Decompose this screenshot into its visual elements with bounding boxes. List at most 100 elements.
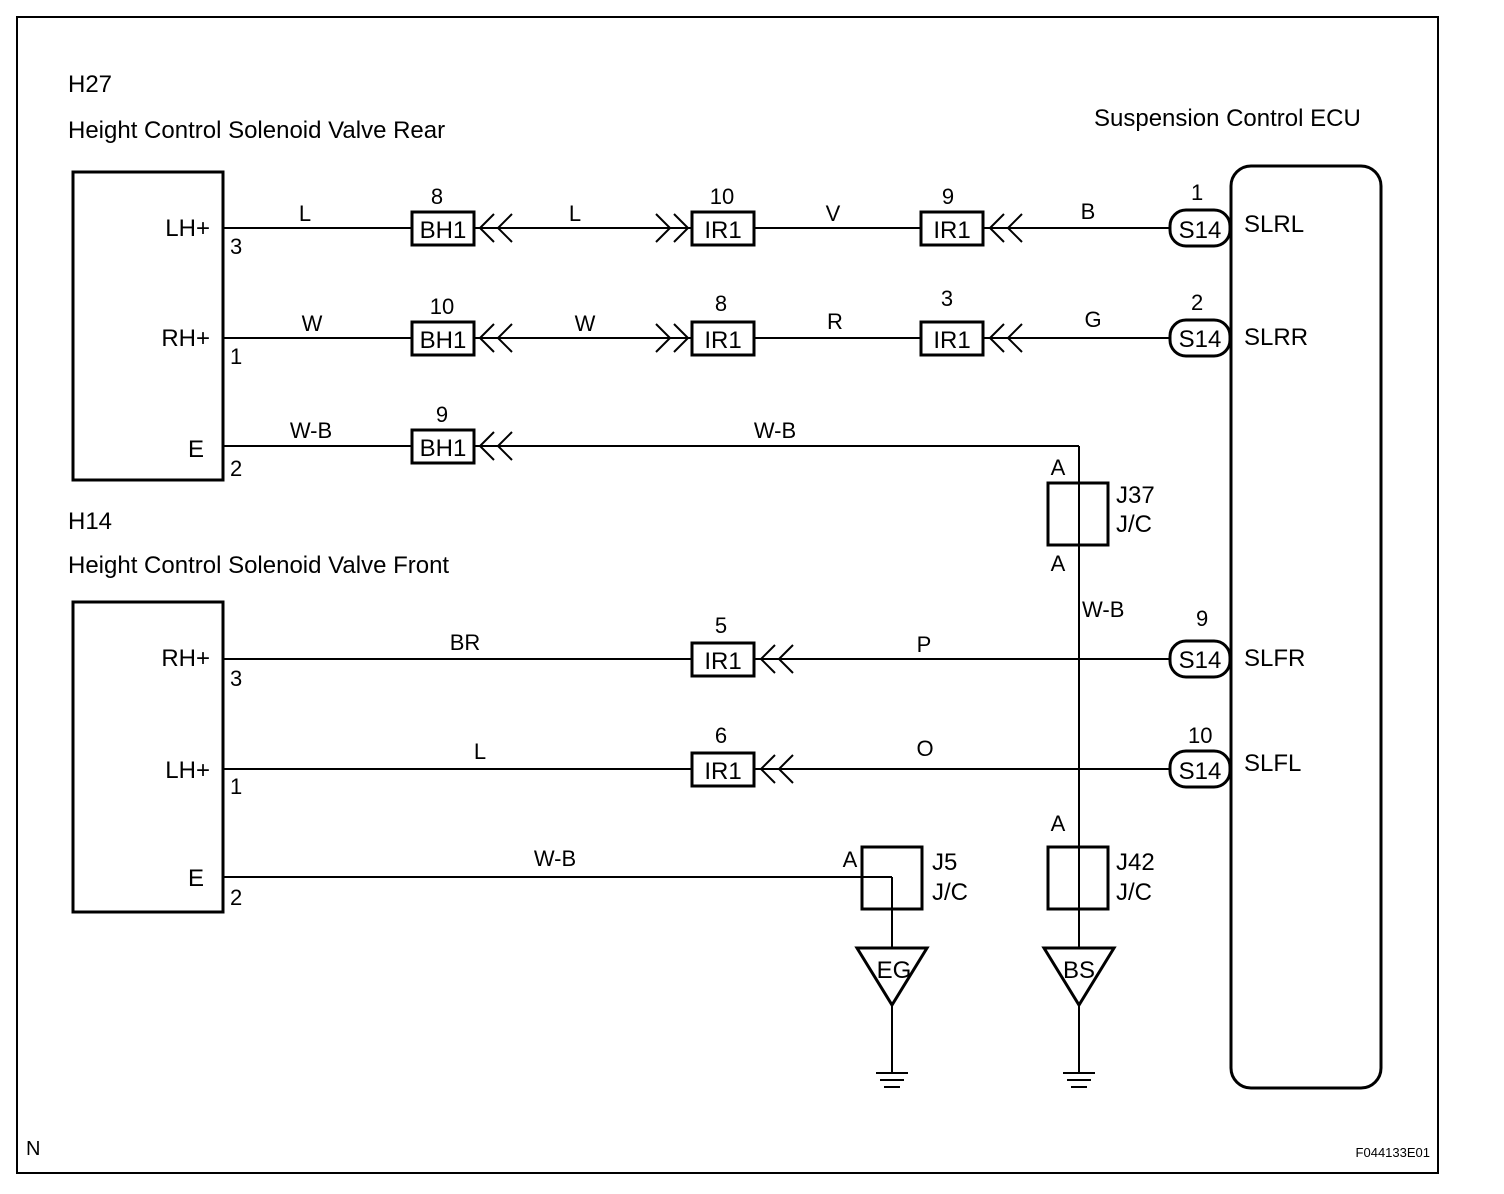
ir1-pin: 5 [715, 613, 727, 638]
ir1-pin: 8 [715, 291, 727, 316]
s14-connector [1168, 208, 1232, 248]
j5-junction-connector [860, 845, 924, 911]
wire-color-label: R [827, 309, 843, 334]
front-e-pin-number: 2 [230, 885, 242, 910]
rear-rh-circuit [223, 323, 1170, 353]
eg-ground-label: EG [877, 957, 912, 984]
ir1-female-chevron [988, 213, 1023, 243]
ecu-slrr-pin: 2 [1191, 290, 1203, 315]
wire-color-label: V [826, 201, 841, 226]
rear-valve-box [71, 170, 225, 482]
s14-connector [1168, 318, 1232, 358]
rear-lh-pin-number: 3 [230, 234, 242, 259]
wire-color-label: W [302, 311, 323, 336]
front-component-name: Height Control Solenoid Valve Front [68, 552, 449, 579]
s14-connector [1168, 639, 1232, 679]
front-lh-circuit [223, 754, 1170, 784]
ir1-connector-label: IR1 [933, 217, 970, 244]
front-rh-pin-label: RH+ [161, 645, 210, 672]
bh1-connector-label: BH1 [420, 327, 467, 354]
wire-color-label: G [1084, 307, 1101, 332]
front-ground-circuit [223, 876, 893, 948]
s14-connector-label: S14 [1179, 758, 1222, 785]
ir1-pin: 6 [715, 723, 727, 748]
front-lh-pin-number: 1 [230, 774, 242, 799]
wire-color-label: B [1081, 199, 1096, 224]
rear-e-pin-number: 2 [230, 456, 242, 481]
rear-rh-pin-label: RH+ [161, 325, 210, 352]
front-component-code: H14 [68, 508, 112, 535]
j42-label: J42 [1116, 849, 1155, 876]
ir1-pin: 10 [710, 184, 734, 209]
ir1-connector [690, 320, 756, 357]
ir1-connector-label: IR1 [704, 758, 741, 785]
j37-pin-top: A [1051, 455, 1066, 480]
bh1-female-chevron [478, 213, 513, 243]
ir1-female-chevron [988, 323, 1023, 353]
ir1-connector-label: IR1 [933, 327, 970, 354]
bh1-connector [410, 428, 476, 465]
eg-ground-point [854, 946, 930, 1088]
footer-left-mark: N [26, 1138, 40, 1160]
figure-code: F044133E01 [1356, 1145, 1430, 1160]
ir1-connector [690, 751, 756, 788]
wire-color-label: BR [450, 630, 481, 655]
ir1-connector [919, 320, 985, 357]
rear-lh-pin-label: LH+ [165, 215, 210, 242]
ir1-pin: 3 [941, 286, 953, 311]
ecu-slrl-label: SLRL [1244, 211, 1304, 238]
j42-pin-top: A [1051, 811, 1066, 836]
ir1-connector-label: IR1 [704, 217, 741, 244]
ecu-slfl-pin: 10 [1188, 723, 1212, 748]
rear-e-pin-label: E [188, 436, 204, 463]
ir1-female-chevron [759, 644, 794, 674]
bh1-female-chevron [478, 431, 513, 461]
s14-connector-label: S14 [1179, 326, 1222, 353]
s14-connector-label: S14 [1179, 217, 1222, 244]
ir1-connector [690, 641, 756, 678]
ir1-pin: 9 [942, 184, 954, 209]
bh1-connector [410, 210, 476, 247]
j37-pin-bottom: A [1051, 551, 1066, 576]
ecu-slfl-label: SLFL [1244, 750, 1301, 777]
ir1-connector-label: IR1 [704, 648, 741, 675]
ir1-female-chevron [759, 754, 794, 784]
wire-color-label: W [575, 311, 596, 336]
ir1-male-chevron [655, 323, 690, 353]
bh1-female-chevron [478, 323, 513, 353]
rear-component-code: H27 [68, 71, 112, 98]
rear-rh-pin-number: 1 [230, 344, 242, 369]
bh1-connector-label: BH1 [420, 217, 467, 244]
ecu-box [1229, 164, 1383, 1090]
ecu-slrr-label: SLRR [1244, 324, 1308, 351]
bh1-pin: 8 [431, 184, 443, 209]
ir1-connector [690, 210, 756, 247]
wire-color-label: L [299, 201, 311, 226]
front-rh-pin-number: 3 [230, 666, 242, 691]
front-rh-circuit [223, 644, 1170, 674]
bh1-pin: 9 [436, 402, 448, 427]
bh1-pin: 10 [430, 294, 454, 319]
wire-color-label: W-B [1082, 597, 1124, 622]
front-valve-box [71, 600, 225, 914]
wire-color-label: L [569, 201, 581, 226]
j5-label: J5 [932, 849, 957, 876]
rear-lh-circuit [223, 213, 1170, 243]
j5-pin: A [843, 847, 858, 872]
wire-color-label: O [916, 736, 933, 761]
ir1-connector [919, 210, 985, 247]
front-e-pin-label: E [188, 865, 204, 892]
j42-type: J/C [1116, 879, 1152, 906]
j37-type: J/C [1116, 511, 1152, 538]
bh1-connector-label: BH1 [420, 435, 467, 462]
ecu-slrl-pin: 1 [1191, 180, 1203, 205]
wire-color-label: L [474, 739, 486, 764]
bs-ground-point [1041, 946, 1117, 1088]
s14-connector-label: S14 [1179, 647, 1222, 674]
j37-label: J37 [1116, 482, 1155, 509]
wire-color-label: P [917, 632, 932, 657]
wire-color-label: W-B [534, 846, 576, 871]
diagram-frame [16, 16, 1439, 1174]
j5-type: J/C [932, 879, 968, 906]
